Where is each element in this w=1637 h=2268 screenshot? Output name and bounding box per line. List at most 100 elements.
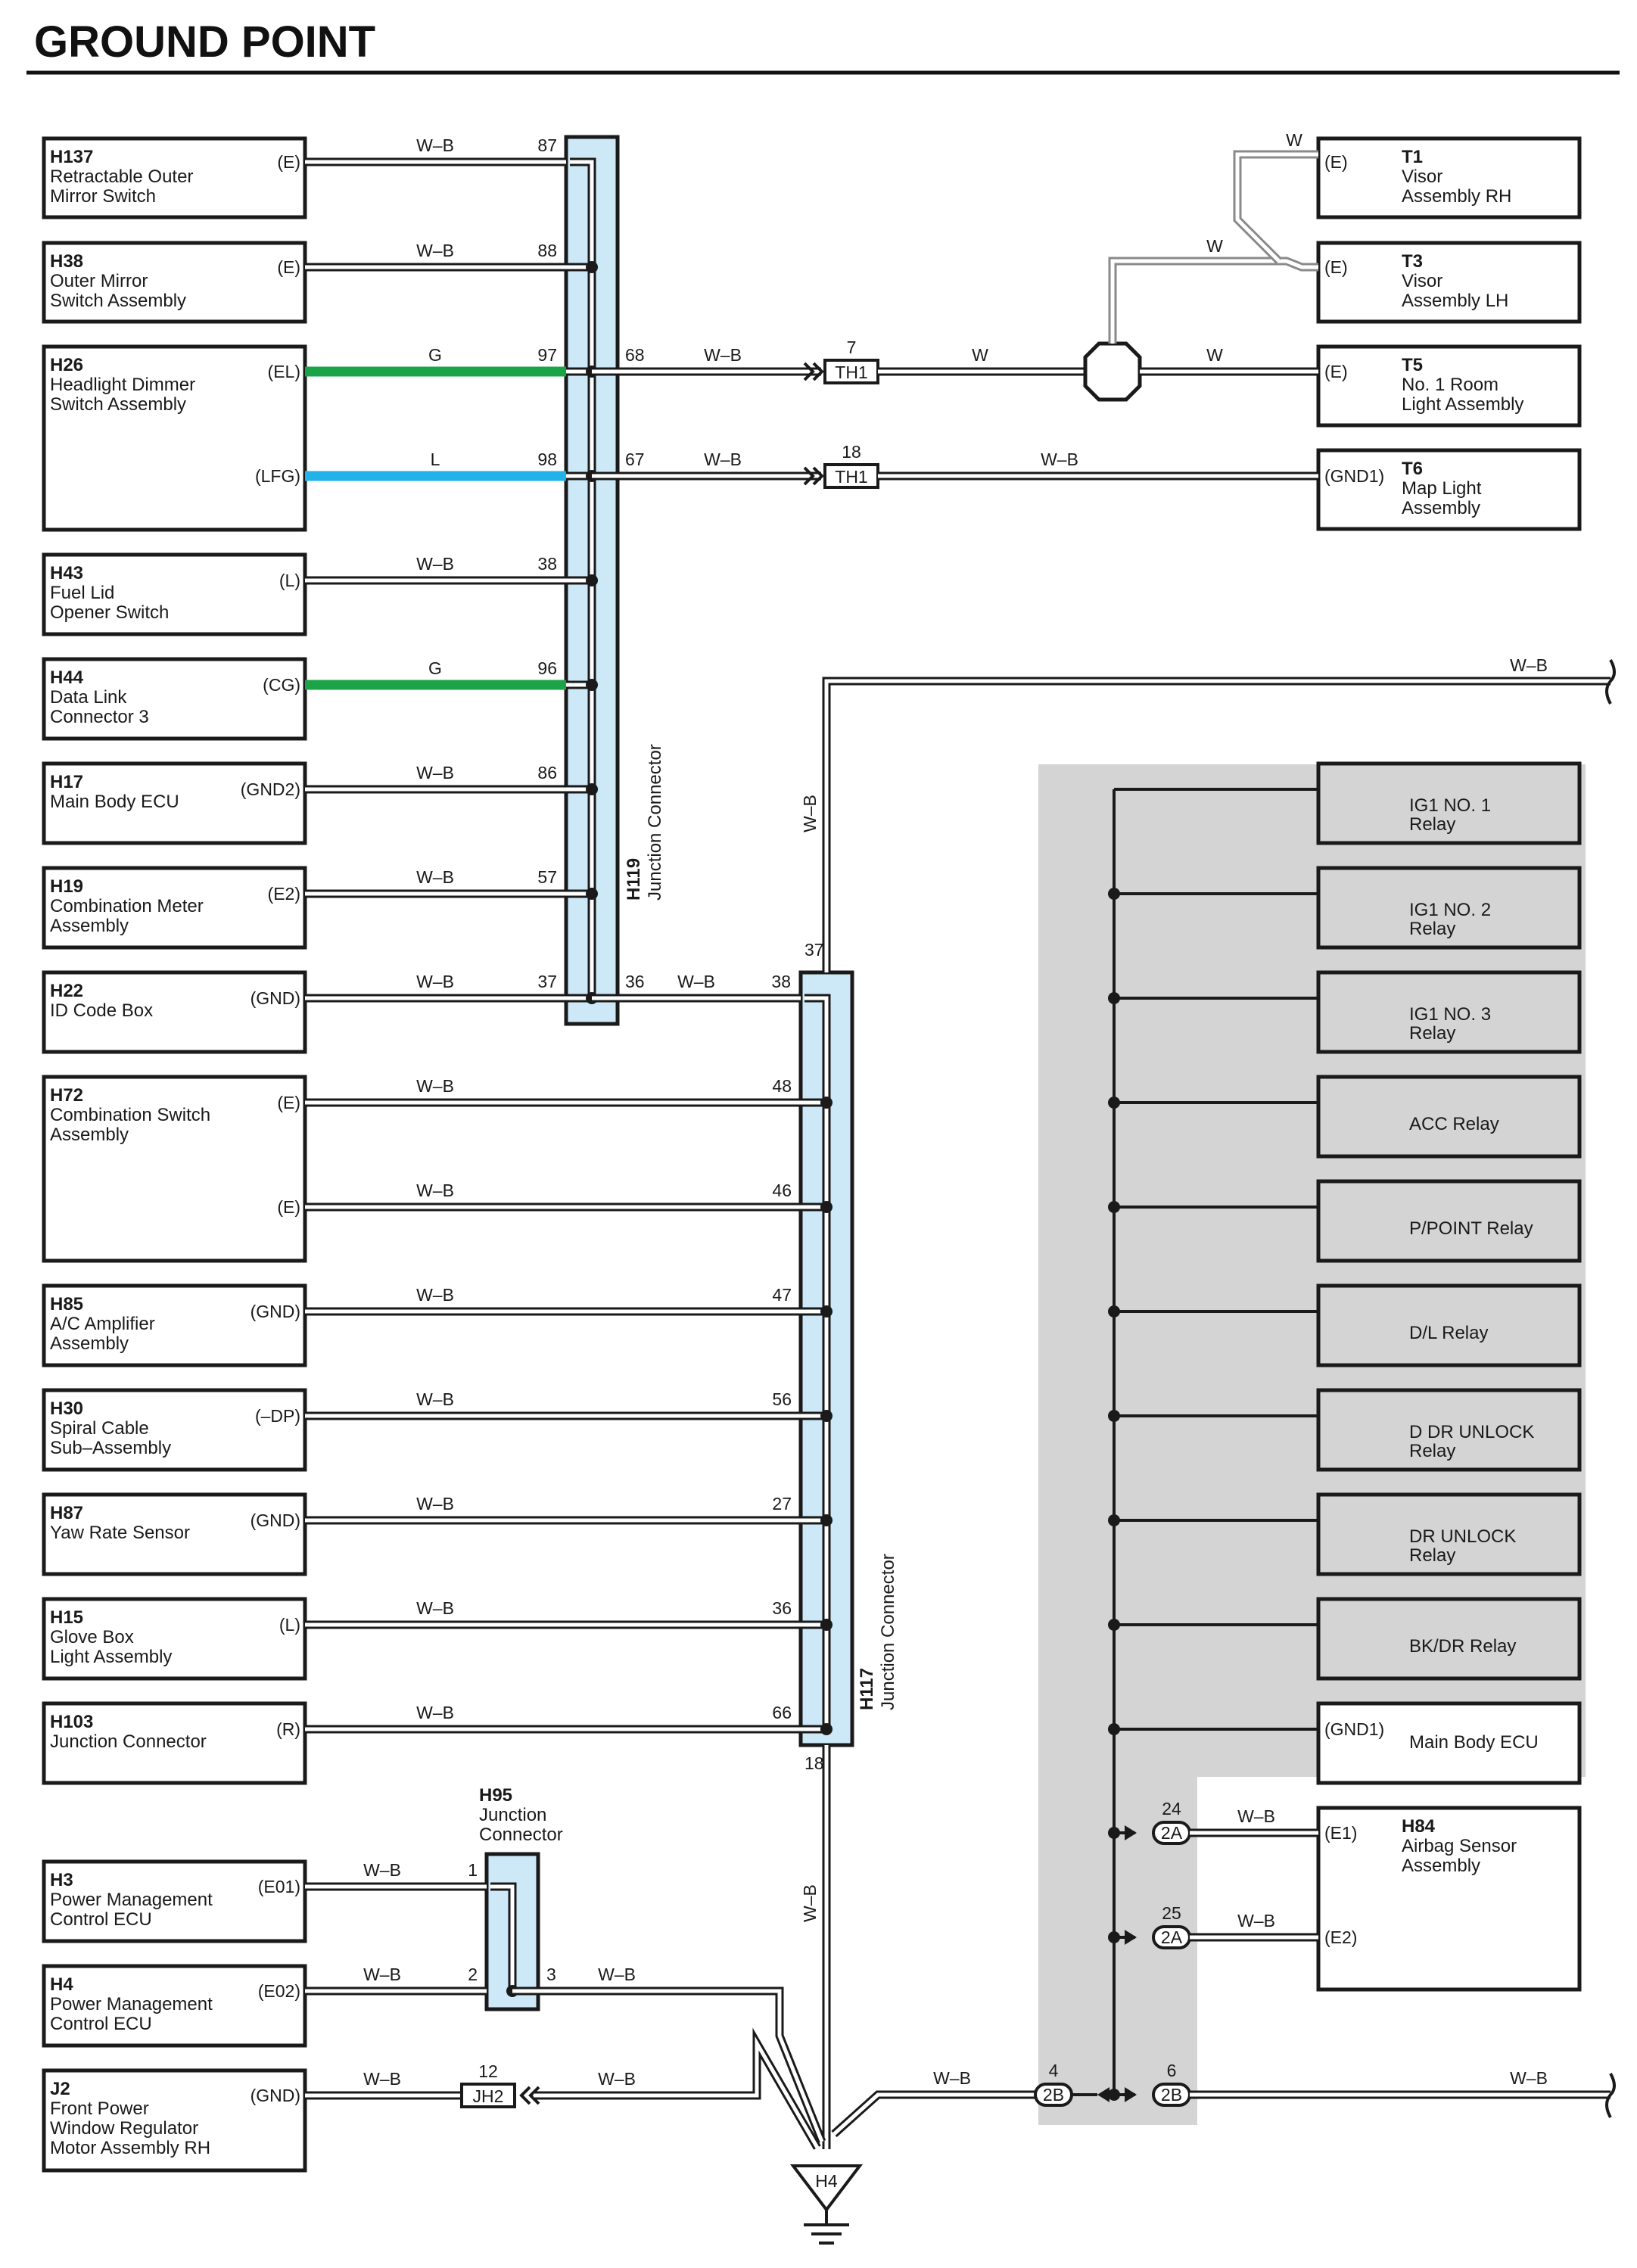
relay-name: D/L Relay: [1409, 1323, 1488, 1343]
pin-number: 12: [478, 2061, 498, 2081]
component-desc: Sub–Assembly: [50, 1438, 171, 1458]
pin-number: 86: [537, 763, 557, 782]
component-desc: Assembly: [1402, 1856, 1480, 1876]
component-box: [42, 1701, 307, 1785]
component-box: [1316, 241, 1582, 324]
connector-2b-left: 2B4: [1034, 2061, 1073, 2107]
splice-dot: [820, 1201, 833, 1213]
wire-color-label: G: [428, 658, 442, 678]
wire-color-label: W–B: [363, 1860, 401, 1880]
component-desc: Power Management: [50, 1890, 213, 1910]
relay-rect: [1316, 1179, 1582, 1263]
splice-dot: [820, 1097, 833, 1109]
splice-dot: [586, 679, 598, 691]
component-id: H84: [1402, 1816, 1436, 1837]
terminal-label: (E02): [258, 1981, 300, 2001]
relay-name: ACC Relay: [1409, 1114, 1499, 1134]
relay-name: BK/DR Relay: [1409, 1636, 1516, 1657]
jh2-box: [460, 2083, 516, 2108]
component-box: [1316, 136, 1582, 219]
component-desc: Light Assembly: [1402, 394, 1523, 415]
wire-color-label: W–B: [1510, 655, 1548, 675]
pin-number: 38: [771, 972, 791, 991]
component-desc: Opener Switch: [50, 602, 169, 623]
component-id: H17: [50, 772, 83, 792]
arrowhead-icon: [1125, 2087, 1137, 2102]
component-box: [42, 344, 307, 532]
terminal-label: (L): [279, 571, 300, 590]
component-id: H4: [50, 1974, 73, 1995]
wire-color-label: W: [1206, 236, 1223, 256]
component-id: H43: [50, 563, 83, 583]
pin-number: 36: [772, 1598, 792, 1618]
pin-number: 38: [537, 554, 557, 574]
component-desc: Combination Switch: [50, 1105, 210, 1125]
pin-number: 88: [537, 241, 557, 260]
pin-number: 18: [842, 442, 861, 462]
th1-label: TH1: [835, 362, 867, 382]
component-desc: Glove Box: [50, 1627, 134, 1647]
component-desc: Data Link: [50, 687, 127, 708]
h117-top-wire-core: [824, 679, 1611, 972]
wire-color-label: W–B: [800, 795, 820, 832]
terminal-label: (GND): [251, 1302, 300, 1321]
component-desc: Front Power: [50, 2098, 149, 2119]
component-desc: Connector 3: [50, 707, 149, 727]
terminal-label: (L): [279, 1615, 300, 1635]
component-box: [42, 1492, 307, 1576]
relay-name: DR UNLOCK: [1409, 1526, 1516, 1547]
pin-number: 3: [546, 1965, 556, 1984]
component-box: [42, 1964, 307, 2048]
pin-number: 2: [468, 1965, 478, 1984]
page-title: GROUND POINT: [34, 17, 375, 67]
component-desc: Switch Assembly: [50, 394, 186, 415]
relay-name: IG1 NO. 1: [1409, 795, 1491, 816]
h119-bus-core: [570, 160, 594, 997]
component-desc: Assembly LH: [1402, 291, 1508, 311]
wire-color-label: W–B: [1237, 1806, 1275, 1826]
wire-color-label: W–B: [416, 135, 454, 155]
ground-label: H4: [815, 2171, 838, 2191]
wire-color-label: W–B: [363, 2069, 401, 2089]
wire-color-label: W–B: [416, 867, 454, 887]
terminal-label: (E2): [268, 884, 300, 904]
relay-rect: [1316, 1597, 1582, 1681]
component-box: [42, 866, 307, 950]
wire-color-label: W–B: [416, 1389, 454, 1409]
component-desc: Junction Connector: [50, 1731, 207, 1752]
component-id: H103: [50, 1712, 93, 1732]
pin-number: 57: [537, 867, 557, 887]
component-id: T6: [1402, 459, 1423, 479]
jh2-out-wire: [534, 2027, 821, 2150]
pin-number: 46: [772, 1181, 792, 1200]
component-id: H38: [50, 251, 83, 272]
arrowhead-icon: [1125, 1930, 1137, 1945]
component-desc: Assembly: [1402, 498, 1480, 518]
component-box: [1316, 1701, 1582, 1785]
vertical-wire-label: W–B: [800, 795, 820, 832]
h95-bus-core: [490, 1884, 515, 1991]
relay-name: Relay: [1409, 814, 1455, 835]
relay-name: P/POINT Relay: [1409, 1218, 1533, 1239]
component-box: [1316, 344, 1582, 428]
wire-color-label: W–B: [363, 1965, 401, 1984]
terminal-label: (GND): [251, 988, 300, 1008]
pin-number: 7: [847, 338, 857, 357]
component-id: H19: [50, 876, 83, 897]
component-desc: Power Management: [50, 1994, 213, 2014]
relay-name: Relay: [1409, 1441, 1455, 1461]
splice-dot: [820, 1410, 833, 1422]
pin-number: 27: [772, 1494, 792, 1514]
